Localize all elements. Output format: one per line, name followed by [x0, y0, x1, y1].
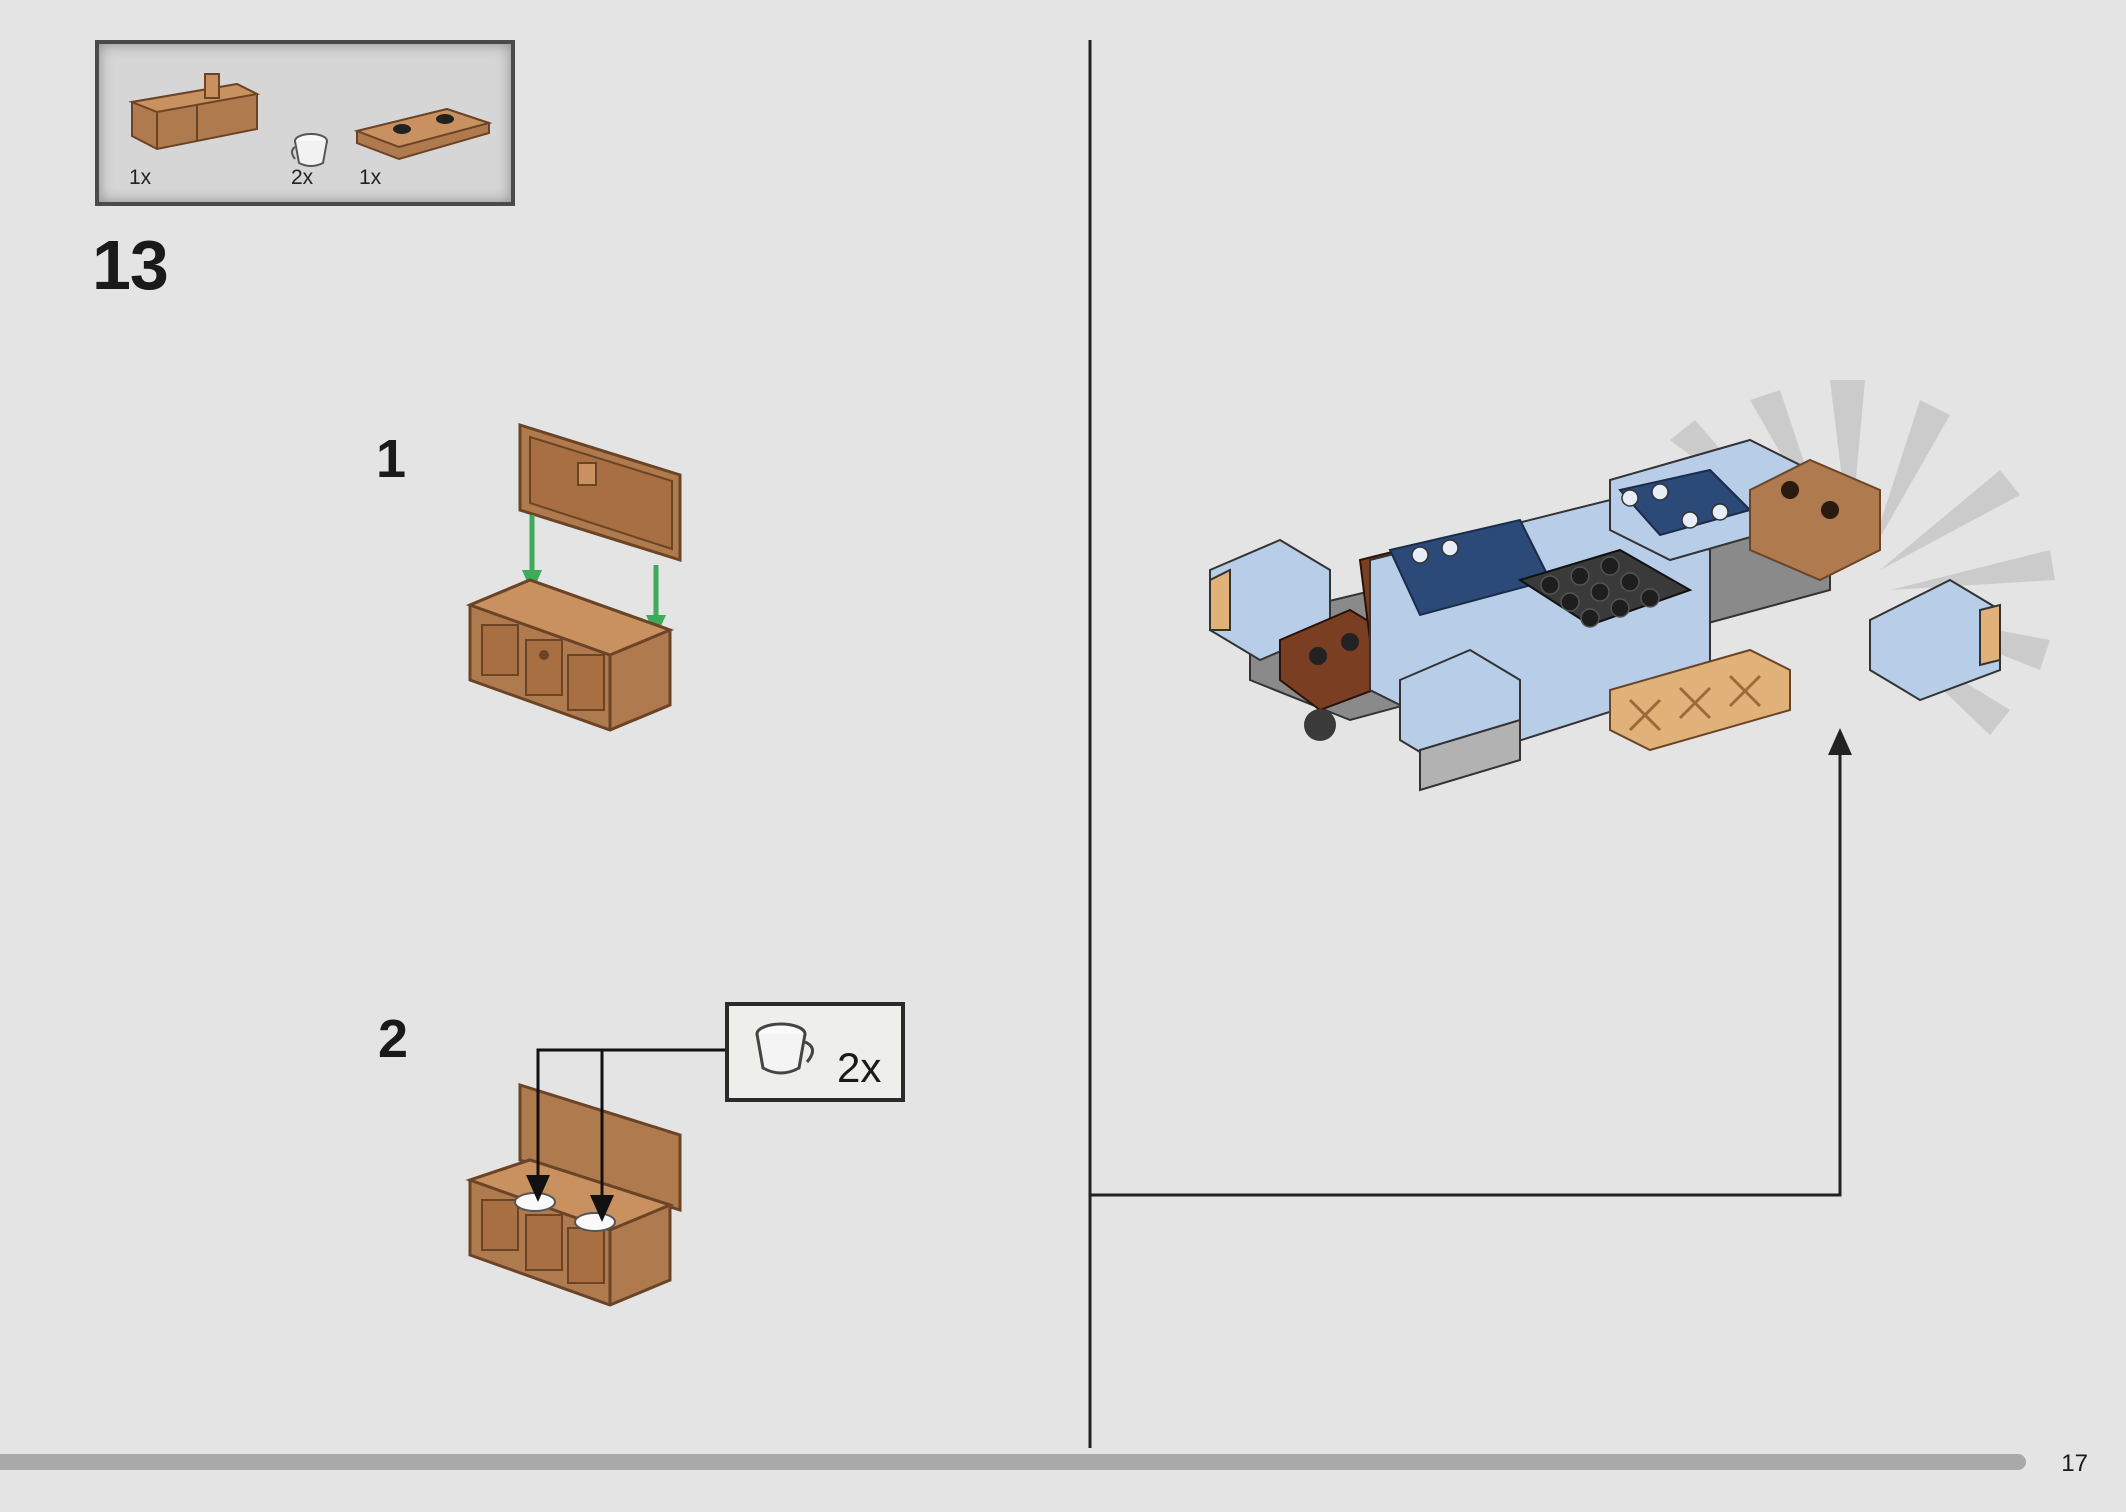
cup-icon — [755, 1022, 814, 1075]
chest-icon — [128, 73, 261, 151]
plate-icon — [353, 107, 493, 161]
chest-assembly-step-1 — [465, 422, 682, 732]
substep-2-number: 2 — [378, 1009, 409, 1069]
progress-bar — [0, 1454, 2026, 1470]
parts-qty-plate: 1x — [359, 166, 382, 189]
cup-icon — [291, 133, 328, 167]
chest-assembly-step-2 — [465, 1082, 682, 1307]
substep-1-number: 1 — [376, 429, 407, 489]
assembly-arrow-icon — [1828, 728, 1852, 755]
callout-box: 2x — [725, 1002, 905, 1102]
parts-list-box: 1x 2x 1x — [95, 40, 515, 206]
page-number: 17 — [2061, 1450, 2088, 1477]
parts-qty-chest: 1x — [129, 166, 152, 189]
model-illustration — [1209, 380, 2055, 792]
callout-quantity: 2x — [837, 1044, 882, 1091]
callout-lines — [526, 1048, 725, 1222]
step-number: 13 — [92, 226, 169, 304]
parts-qty-cup: 2x — [291, 166, 314, 189]
